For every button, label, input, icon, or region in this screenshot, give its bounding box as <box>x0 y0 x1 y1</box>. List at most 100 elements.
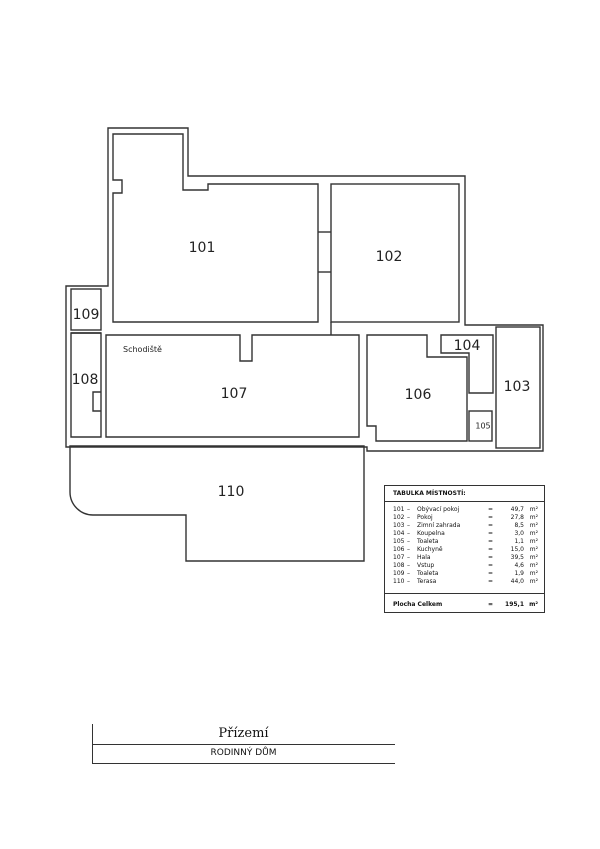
unit: m² <box>529 562 538 569</box>
room-area: 4,6 <box>514 562 524 569</box>
room-name: Terasa <box>417 578 437 585</box>
dash: – <box>407 538 410 545</box>
room-name: Toaleta <box>417 538 439 545</box>
room-107-label: 107 <box>221 386 248 402</box>
title-block: Přízemí RODINNÝ DŮM <box>92 724 395 764</box>
room-name: Kuchyně <box>417 546 443 553</box>
unit: m² <box>529 554 538 561</box>
equals: = <box>488 570 494 577</box>
project-name: RODINNÝ DŮM <box>210 748 277 758</box>
room-104-label: 104 <box>454 338 481 354</box>
room-number: 108 <box>393 562 405 569</box>
unit: m² <box>529 601 538 608</box>
room-105-label: 105 <box>475 422 490 431</box>
unit: m² <box>529 506 538 513</box>
room-number: 109 <box>393 570 405 577</box>
table-row: 106–Kuchyně = 15,0 m² <box>393 546 538 554</box>
room-table: TABULKA MÍSTNOSTÍ: 101–Obývací pokoj=49,… <box>384 485 545 613</box>
divider <box>92 763 395 764</box>
table-row: 107–Hala = 39,5 m² <box>393 554 538 562</box>
unit: m² <box>529 514 538 521</box>
equals: = <box>488 538 494 545</box>
room-number: 106 <box>393 546 405 553</box>
room-number: 107 <box>393 554 405 561</box>
dash: – <box>407 570 410 577</box>
floor-title: Přízemí <box>218 726 269 741</box>
room-name: Hala <box>417 554 431 561</box>
room-area: 44,0 <box>510 578 524 585</box>
total-area-row: Plocha Celkem = 195,1 m² <box>385 594 544 608</box>
unit: m² <box>529 538 538 545</box>
dash: – <box>407 514 410 521</box>
room-table-title: TABULKA MÍSTNOSTÍ: <box>385 486 544 502</box>
room-101-outline <box>112 133 319 323</box>
table-row: 102–Pokoj = 27,8 m² <box>393 514 538 522</box>
room-name: Obývací pokoj <box>417 506 460 513</box>
room-109-label: 109 <box>73 307 100 323</box>
room-name: Zimní zahrada <box>417 522 461 529</box>
room-109-outline <box>70 288 102 331</box>
room-name: Toaleta <box>417 570 439 577</box>
room-number: 103 <box>393 522 405 529</box>
room-name: Pokoj <box>417 514 433 521</box>
room-106-outline <box>366 334 468 442</box>
room-number: 102 <box>393 514 405 521</box>
outer-wall <box>65 127 544 452</box>
equals: = <box>488 554 494 561</box>
unit: m² <box>529 570 538 577</box>
room-number: 104 <box>393 530 405 537</box>
equals: = <box>488 601 494 608</box>
table-row: 103–Zimní zahrada = 8,5 m² <box>393 522 538 530</box>
room-area: 49,7 <box>510 506 524 513</box>
equals: = <box>488 546 494 553</box>
equals: = <box>488 578 494 585</box>
room-area: 3,0 <box>514 530 524 537</box>
room-name: Koupelna <box>417 530 445 537</box>
room-area: 1,9 <box>514 570 524 577</box>
room-105-outline <box>468 410 493 442</box>
table-row: 105–Toaleta = 1,1 m² <box>393 538 538 546</box>
dash: – <box>407 562 410 569</box>
total-area: 195,1 <box>505 601 524 608</box>
dash: – <box>407 546 410 553</box>
room-102-outline <box>330 183 460 323</box>
room-108-outline <box>70 332 102 438</box>
equals: = <box>488 514 494 521</box>
room-area: 15,0 <box>510 546 524 553</box>
room-106-label: 106 <box>405 387 432 403</box>
room-108-label: 108 <box>72 372 99 388</box>
room-area: 8,5 <box>514 522 524 529</box>
table-row: 109–Toaleta = 1,9 m² <box>393 570 538 578</box>
room-102-label: 102 <box>376 249 403 265</box>
equals: = <box>488 530 494 537</box>
unit: m² <box>529 578 538 585</box>
room-name: Vstup <box>417 562 435 569</box>
dash: – <box>407 554 410 561</box>
room-area: 27,8 <box>510 514 524 521</box>
dash: – <box>407 522 410 529</box>
stair-label: Schodiště <box>123 344 162 354</box>
room-area: 1,1 <box>514 538 524 545</box>
total-label: Plocha Celkem <box>393 601 443 608</box>
room-area: 39,5 <box>510 554 524 561</box>
room-number: 101 <box>393 506 405 513</box>
unit: m² <box>529 546 538 553</box>
unit: m² <box>529 530 538 537</box>
room-number: 105 <box>393 538 405 545</box>
room-107-outline <box>105 334 360 438</box>
room-103-outline <box>495 326 541 449</box>
room-103-label: 103 <box>504 379 531 395</box>
room-101-label: 101 <box>189 240 216 256</box>
dash: – <box>407 506 410 513</box>
equals: = <box>488 522 494 529</box>
room-110-label: 110 <box>218 484 245 500</box>
dash: – <box>407 578 410 585</box>
unit: m² <box>529 522 538 529</box>
divider <box>92 744 395 745</box>
